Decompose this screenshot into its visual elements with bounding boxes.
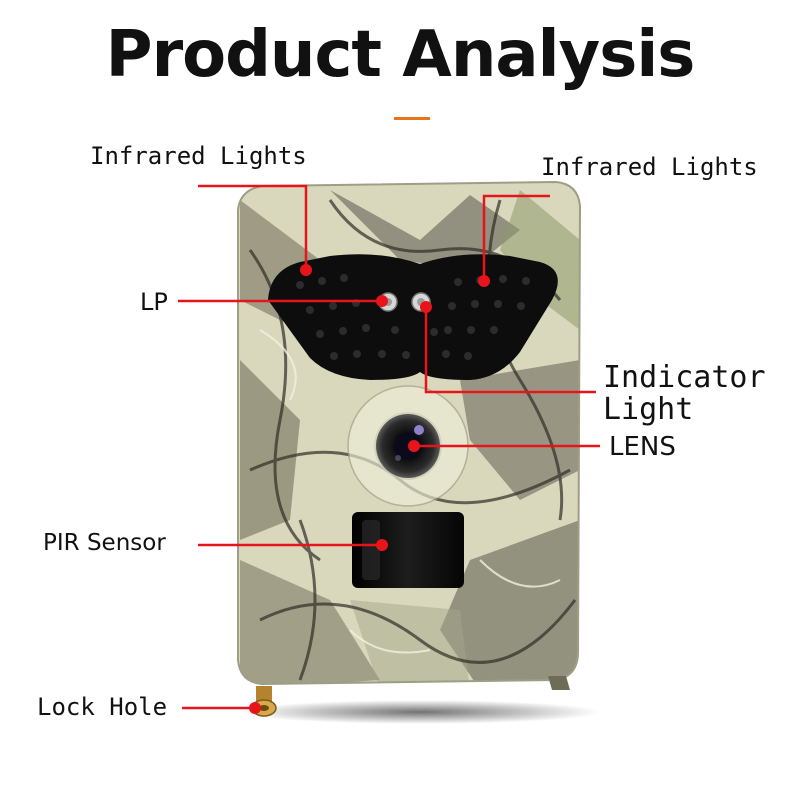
indicator-light-label: Indicator Light	[603, 362, 766, 426]
callout-dots	[249, 264, 490, 714]
ground-shadow	[240, 700, 600, 724]
lock-hole-label: Lock Hole	[37, 693, 168, 721]
camera-foot	[548, 676, 570, 690]
page-title: Product Analysis	[105, 18, 696, 92]
callout-lines	[178, 184, 600, 710]
infrared-right-callout	[482, 194, 550, 280]
indicator-light-label-line1: Indicator	[603, 360, 766, 395]
pir-sensor	[352, 512, 464, 588]
infrared-lights-left-label: Infrared Lights	[90, 142, 307, 170]
infrared-left-callout	[198, 184, 308, 268]
infrared-led-dots	[296, 274, 530, 360]
lp-label: LP	[140, 288, 168, 316]
camo-pattern	[240, 190, 580, 684]
title-underline	[394, 117, 430, 120]
lens-label: LENS	[609, 432, 676, 462]
indicator-callout	[424, 308, 596, 394]
infrared-lights-right-label: Infrared Lights	[541, 153, 758, 181]
indicator-light-label-line2: Light	[603, 392, 694, 427]
pir-sensor-label: PIR Sensor	[43, 530, 166, 556]
